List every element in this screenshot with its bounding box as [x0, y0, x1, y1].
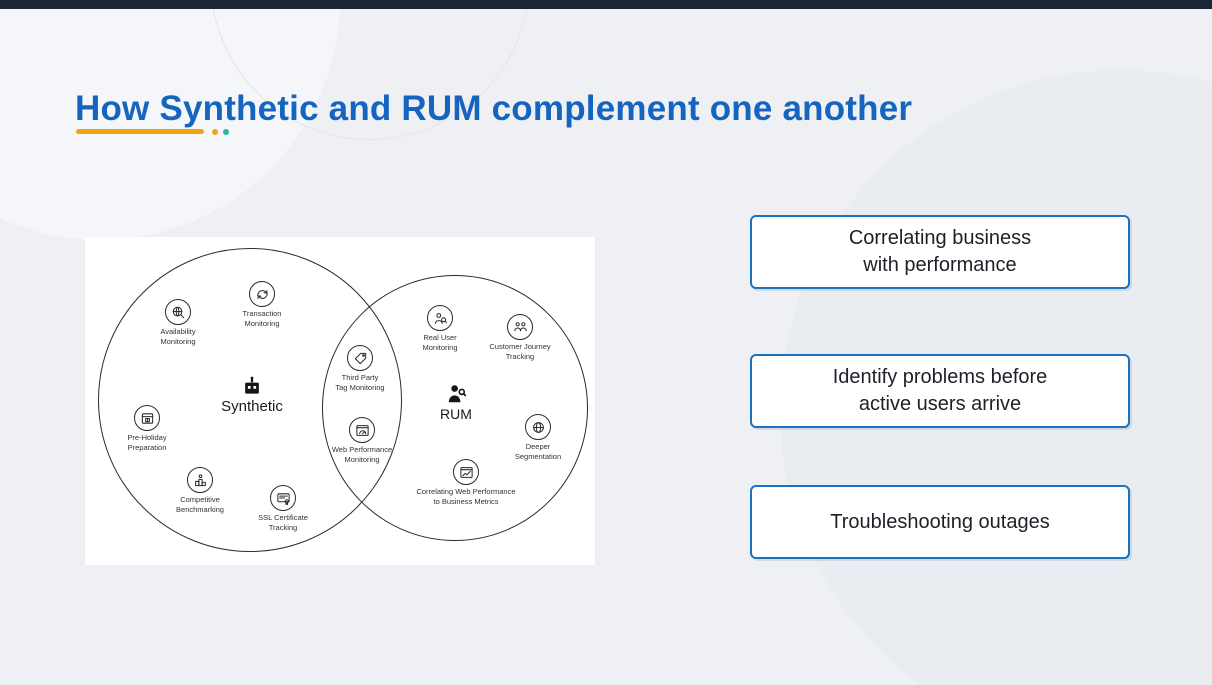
rum-center-label: RUM	[416, 383, 496, 422]
card-identify-problems: Identify problems before active users ar…	[750, 354, 1130, 428]
venn-diagram-panel: Availability Monitoring Transaction Moni…	[85, 237, 595, 565]
globe-magnifier-icon	[171, 305, 186, 320]
venn-item-deeper-segmentation: Deeper Segmentation	[498, 414, 578, 462]
venn-item-pre-holiday-preparation: Pre-Holiday Preparation	[107, 405, 187, 453]
robot-machine-icon	[202, 375, 302, 397]
title-underline	[76, 129, 204, 134]
venn-item-label: Transaction Monitoring	[242, 309, 282, 328]
venn-item-competitive-benchmarking: Competitive Benchmarking	[160, 467, 240, 515]
synthetic-center-label: Synthetic	[202, 375, 302, 415]
calendar-gift-icon	[140, 411, 155, 426]
venn-item-ssl-certificate-tracking: SSL Certificate Tracking	[243, 485, 323, 533]
venn-item-correlating-web-performance: Correlating Web Performance to Business …	[406, 459, 526, 507]
venn-item-label: Pre-Holiday Preparation	[127, 433, 167, 452]
top-accent-bar	[0, 0, 1212, 9]
rum-circle	[322, 275, 588, 541]
certificate-icon	[276, 491, 291, 506]
venn-item-label: Correlating Web Performance to Business …	[416, 487, 516, 506]
card-label: Identify problems before active users ar…	[832, 366, 1048, 415]
card-correlating-business: Correlating business with performance	[750, 215, 1130, 289]
user-magnifier-icon	[433, 311, 448, 326]
card-label: Troubleshooting outages	[830, 510, 1050, 533]
card-troubleshooting-outages: Troubleshooting outages	[750, 485, 1130, 559]
venn-item-label: Customer Journey Tracking	[489, 342, 551, 361]
sphere-segments-icon	[531, 420, 546, 435]
venn-item-label: Competitive Benchmarking	[176, 495, 224, 514]
cycle-arrows-icon	[255, 287, 270, 302]
venn-item-third-party-tag-monitoring: Third Party Tag Monitoring	[320, 345, 400, 393]
venn-item-customer-journey-tracking: Customer Journey Tracking	[480, 314, 560, 362]
venn-item-label: Deeper Segmentation	[514, 442, 562, 461]
podium-icon	[193, 473, 208, 488]
two-users-icon	[513, 320, 528, 335]
browser-chart-icon	[459, 465, 474, 480]
card-label: Correlating business with performance	[848, 227, 1032, 276]
venn-item-availability-monitoring: Availability Monitoring	[138, 299, 218, 347]
venn-item-label: Real User Monitoring	[422, 333, 458, 352]
venn-item-label: Third Party Tag Monitoring	[335, 373, 385, 392]
venn-item-web-performance-monitoring: Web Performance Monitoring	[322, 417, 402, 465]
venn-item-real-user-monitoring: Real User Monitoring	[400, 305, 480, 353]
synthetic-label: Synthetic	[221, 398, 283, 415]
browser-gauge-icon	[355, 423, 370, 438]
venn-item-label: Availability Monitoring	[160, 327, 196, 346]
venn-item-label: SSL Certificate Tracking	[258, 513, 308, 532]
page-title: How Synthetic and RUM complement one ano…	[75, 89, 913, 129]
underline-dot-yellow	[212, 129, 218, 135]
rum-label: RUM	[440, 406, 472, 422]
person-magnifier-filled-icon	[416, 383, 496, 405]
underline-dot-teal	[223, 129, 229, 135]
price-tag-icon	[353, 351, 368, 366]
venn-item-label: Web Performance Monitoring	[331, 445, 393, 464]
venn-item-transaction-monitoring: Transaction Monitoring	[222, 281, 302, 329]
